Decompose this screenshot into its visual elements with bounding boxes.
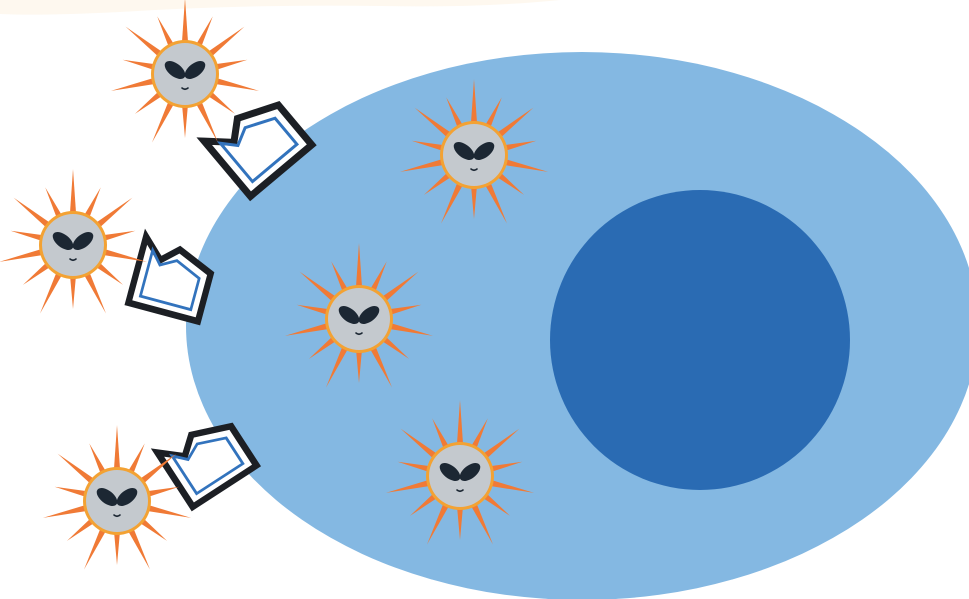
- decorative-top-swoosh: [0, 0, 560, 15]
- nucleus: [550, 190, 850, 490]
- alien-virus-icon: [0, 169, 147, 313]
- alien-virus-icon: [43, 425, 191, 569]
